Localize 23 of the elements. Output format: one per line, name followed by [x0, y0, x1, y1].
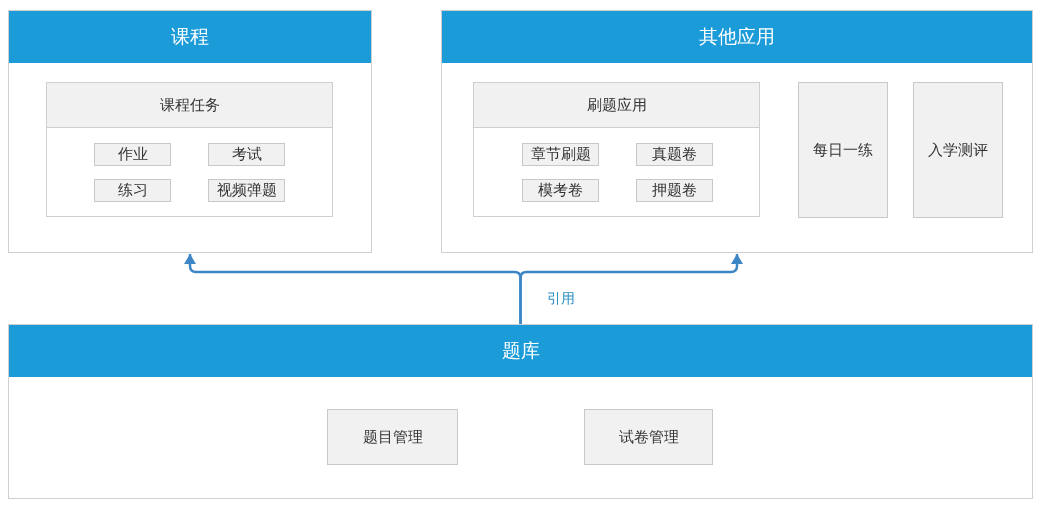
item-box: 考试 — [208, 143, 285, 166]
module-box: 题目管理 — [327, 409, 458, 465]
panel — [8, 10, 372, 253]
group-header: 课程任务 — [47, 83, 332, 128]
module-box: 试卷管理 — [584, 409, 713, 465]
module-box: 入学测评 — [913, 82, 1003, 218]
item-box: 章节刷题 — [522, 143, 599, 166]
group-header: 刷题应用 — [474, 83, 759, 128]
module-box: 每日一练 — [798, 82, 888, 218]
item-box: 练习 — [94, 179, 171, 202]
group-box — [473, 82, 760, 217]
item-box: 押题卷 — [636, 179, 713, 202]
arrow — [519, 254, 743, 324]
item-box: 视频弹题 — [208, 179, 285, 202]
header-band: 课程 — [9, 11, 371, 63]
panel — [441, 10, 1033, 253]
header-band: 其他应用 — [442, 11, 1032, 63]
item-box: 作业 — [94, 143, 171, 166]
group-box — [46, 82, 333, 217]
item-box: 模考卷 — [522, 179, 599, 202]
header-band: 题库 — [9, 325, 1032, 377]
panel — [8, 324, 1033, 499]
item-box: 真题卷 — [636, 143, 713, 166]
